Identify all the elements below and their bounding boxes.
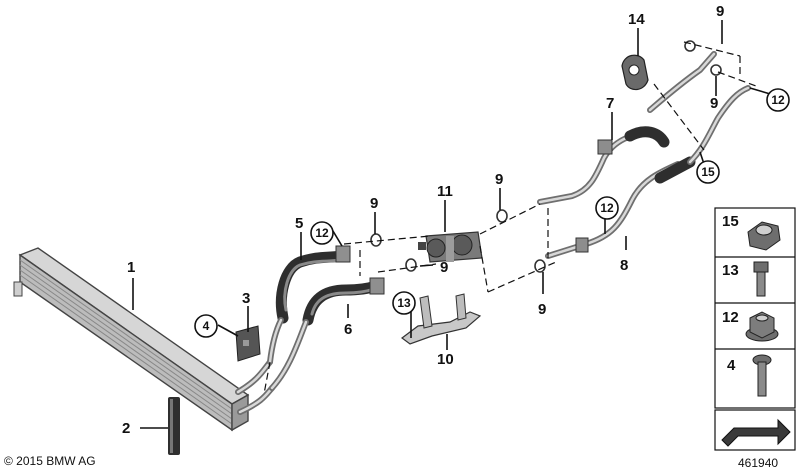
diagram-number: 461940 [738,456,779,470]
fastener-legend: 15 13 12 4 [714,207,796,451]
legend-12-number: 12 [722,309,739,326]
label-13: 13 [397,296,411,310]
label-9a: 9 [370,195,378,212]
label-14: 14 [628,11,645,28]
oil-pipe-8 [545,85,751,259]
sealing-rings [370,40,722,273]
label-4: 4 [203,319,210,333]
label-9b: 9 [495,171,503,188]
label-2: 2 [122,420,130,437]
label-9f: 9 [440,259,448,276]
label-8: 8 [620,257,628,274]
hex-nut-icon [747,221,781,251]
label-5: 5 [295,215,303,232]
legend-4-number: 4 [727,357,736,374]
label-3: 3 [242,290,250,307]
bracket [235,325,261,362]
pipe-clamp [621,54,649,91]
part-labels: 1 2 3 5 6 7 8 9 9 9 9 9 9 10 11 14 [122,3,724,437]
coolant-hose-5 [267,245,351,365]
label-1: 1 [127,259,135,276]
label-12b: 12 [600,201,614,215]
label-12c: 12 [771,93,785,107]
label-9c: 9 [538,301,546,318]
bolt-icon [753,261,769,297]
rubber-mount [168,397,180,455]
label-9d: 9 [716,3,724,20]
label-12a: 12 [315,226,329,240]
flange-nut-icon [745,311,779,342]
label-7: 7 [606,95,614,112]
assembly-lines [263,41,757,395]
arrow-icon [721,418,791,447]
label-6: 6 [344,321,352,338]
label-15: 15 [701,165,715,179]
oil-pipe-7 [537,51,717,205]
label-10: 10 [437,351,454,368]
copyright-text: © 2015 BMW AG [4,454,96,468]
thermostat-valve [418,231,483,263]
holder-bracket [401,293,482,345]
torx-screw-icon [752,354,772,397]
legend-13-number: 13 [722,262,739,279]
label-11: 11 [437,183,453,200]
transmission-oil-cooler [13,247,275,432]
label-9e: 9 [710,95,718,112]
coolant-hose-6 [269,277,385,391]
legend-15-number: 15 [722,213,739,230]
circled-labels: 4 12 12 12 13 15 [194,88,790,338]
